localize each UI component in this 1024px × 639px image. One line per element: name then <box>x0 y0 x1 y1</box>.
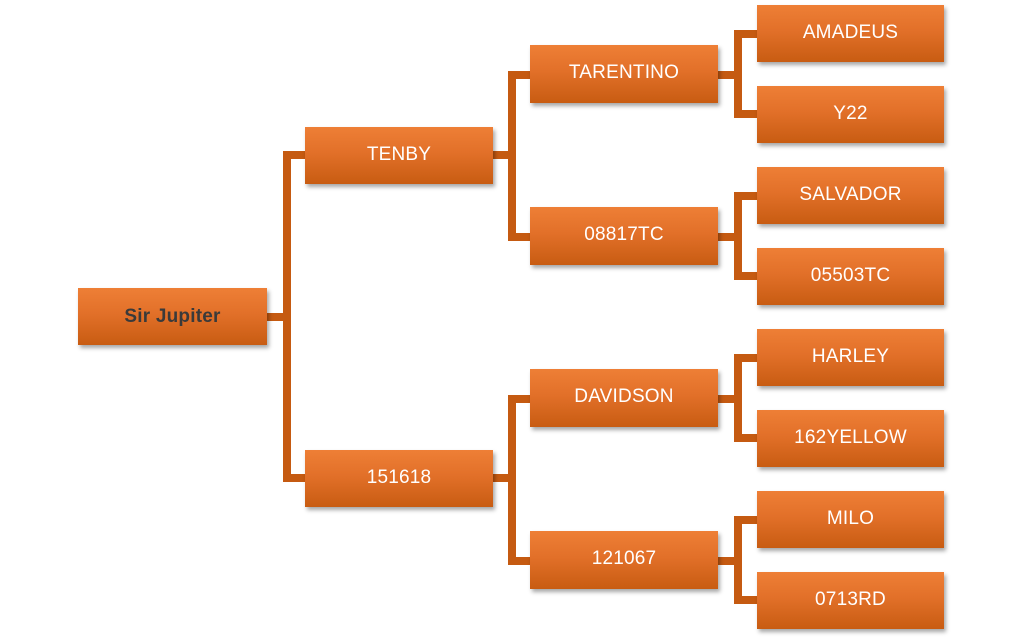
connector <box>283 151 305 159</box>
great-grandparent-node[interactable]: 05503TC <box>757 248 944 305</box>
connector <box>508 71 516 241</box>
connector <box>267 313 287 321</box>
dam-node[interactable]: 151618 <box>305 450 493 507</box>
connector <box>734 516 742 604</box>
grandparent-node[interactable]: TARENTINO <box>530 45 718 103</box>
connector <box>734 354 757 362</box>
connector <box>283 474 305 482</box>
connector <box>734 516 757 524</box>
grandparent-node[interactable]: DAVIDSON <box>530 369 718 427</box>
connector <box>508 71 530 79</box>
connector <box>734 434 757 442</box>
connector <box>734 30 757 38</box>
connector <box>508 395 516 565</box>
connector <box>734 110 757 118</box>
great-grandparent-node[interactable]: 0713RD <box>757 572 944 629</box>
great-grandparent-node[interactable]: SALVADOR <box>757 167 944 224</box>
connector <box>283 151 291 482</box>
great-grandparent-node[interactable]: 162YELLOW <box>757 410 944 467</box>
connector <box>718 71 738 79</box>
connector <box>734 596 757 604</box>
sire-node[interactable]: TENBY <box>305 127 493 184</box>
great-grandparent-node[interactable]: HARLEY <box>757 329 944 386</box>
connector <box>718 557 738 565</box>
connector <box>493 474 513 482</box>
connector <box>734 192 757 200</box>
connector <box>493 151 513 159</box>
great-grandparent-node[interactable]: Y22 <box>757 86 944 143</box>
root-node[interactable]: Sir Jupiter <box>78 288 267 345</box>
great-grandparent-node[interactable]: AMADEUS <box>757 5 944 62</box>
connector <box>734 30 742 118</box>
grandparent-node[interactable]: 121067 <box>530 531 718 589</box>
connector <box>734 354 742 442</box>
connector <box>508 395 530 403</box>
great-grandparent-node[interactable]: MILO <box>757 491 944 548</box>
connector <box>718 233 738 241</box>
connector <box>734 272 757 280</box>
grandparent-node[interactable]: 08817TC <box>530 207 718 265</box>
connector <box>734 192 742 280</box>
connector <box>718 395 738 403</box>
connector <box>508 233 530 241</box>
connector <box>508 557 530 565</box>
